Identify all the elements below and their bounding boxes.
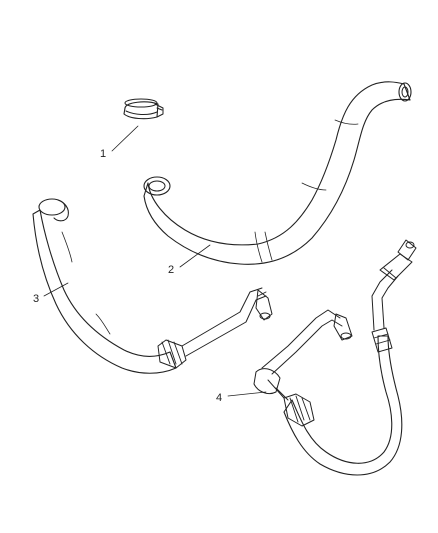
hose-4: [253, 239, 417, 476]
hose-3: [32, 198, 273, 374]
callout-1: 1: [100, 148, 106, 160]
leader-2: [179, 244, 211, 268]
leader-4: [227, 391, 267, 397]
hose-2: [143, 81, 412, 265]
callout-2: 2: [168, 264, 174, 276]
leader-lines: [43, 125, 267, 397]
leader-1: [111, 125, 139, 152]
callout-4: 4: [216, 392, 222, 404]
leader-3: [43, 282, 69, 297]
callout-3: 3: [33, 293, 39, 305]
hose-clamp: [123, 98, 164, 120]
